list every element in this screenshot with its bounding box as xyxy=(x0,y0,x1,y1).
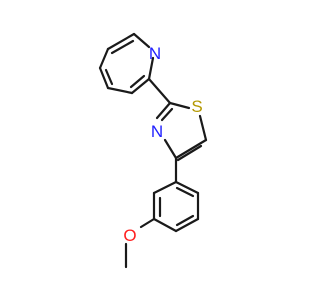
pyridine-ring xyxy=(98,32,155,95)
bond-double-inner xyxy=(175,214,195,227)
bond xyxy=(163,138,178,160)
bond-double-inner xyxy=(160,107,174,122)
bond xyxy=(98,47,110,70)
bond xyxy=(139,217,156,229)
bond xyxy=(106,32,136,51)
bond xyxy=(174,217,200,233)
atom-label-pyridine-n: N xyxy=(149,44,161,63)
bond xyxy=(98,66,110,90)
molecule-structure: N S N O xyxy=(98,32,208,269)
bond xyxy=(152,180,178,195)
thiazole-ring xyxy=(155,101,208,162)
bond xyxy=(174,180,200,195)
atom-label-thiazole-s: S xyxy=(191,97,202,116)
bond xyxy=(168,101,191,110)
bond-double-inner xyxy=(175,186,195,198)
bond-double-inner xyxy=(104,68,114,86)
bond-biaryl xyxy=(147,77,172,105)
bond-double-inner xyxy=(129,74,146,89)
benzene-ring xyxy=(152,180,200,233)
bond xyxy=(174,138,208,160)
bond xyxy=(130,77,151,95)
bond xyxy=(132,32,151,49)
atom-label-thiazole-n: N xyxy=(151,122,163,141)
structure-canvas: N S N O xyxy=(98,32,208,269)
bond-double xyxy=(176,144,203,162)
atom-label-methoxy-o: O xyxy=(123,226,136,245)
bond xyxy=(155,101,172,120)
bond-double-inner xyxy=(110,39,135,55)
bond xyxy=(198,114,208,142)
bond xyxy=(147,56,155,81)
bond xyxy=(152,217,178,233)
bond xyxy=(106,86,134,95)
